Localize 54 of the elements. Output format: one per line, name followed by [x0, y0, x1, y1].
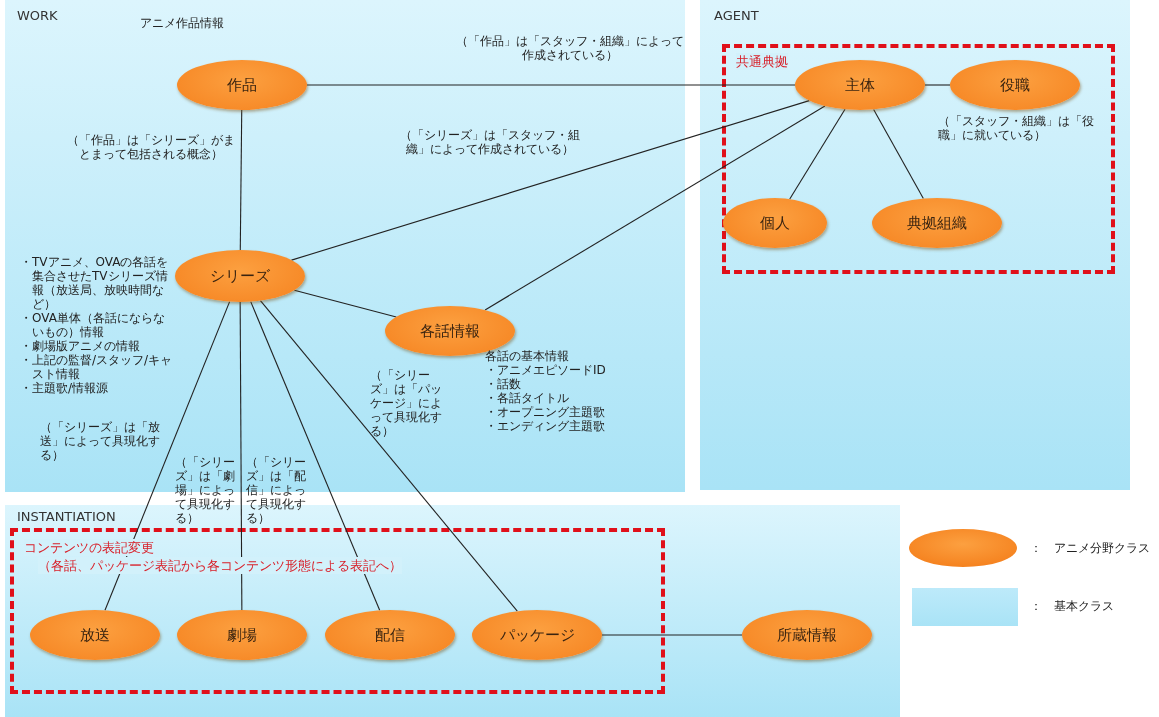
- class-ellipse: 放送: [30, 610, 160, 660]
- edge-label: （「シリーズ」は「スタッフ・組織」によって作成されている）: [399, 128, 581, 156]
- group-title: 共通典拠: [736, 53, 788, 70]
- annotation-text: ・アニメエピソードID: [485, 363, 607, 377]
- class-ellipse: 配信: [325, 610, 455, 660]
- connector-line: [239, 109, 243, 251]
- group-title: （各話、パッケージ表記から各コンテンツ形態による表記へ）: [38, 557, 402, 574]
- edge-label: （「シリーズ」は「放送」によって具現化する）: [40, 420, 161, 462]
- edge-label: （「シリーズ」は「パッケージ」によって具現化する）: [370, 368, 443, 438]
- connector-line: [601, 634, 743, 636]
- edge-label: （「シリーズ」は「配信」によって具現化する）: [246, 455, 307, 525]
- class-ellipse: 個人: [723, 198, 827, 248]
- class-ellipse: 主体: [795, 60, 925, 110]
- connector-line: [239, 301, 243, 611]
- class-ellipse: 作品: [177, 60, 307, 110]
- annotation-text: アニメ作品情報: [140, 16, 225, 30]
- annotation-text: ・OVA単体（各話にならないもの）情報: [20, 311, 166, 339]
- connector-line: [789, 108, 846, 200]
- connector-line: [293, 289, 397, 318]
- panel-title: AGENT: [714, 8, 759, 23]
- annotation-text: ・TVアニメ、OVAの各話を集合させたTVシリーズ情報（放送局、放映時間など）: [20, 255, 170, 311]
- annotation-text: ・話数: [485, 377, 522, 391]
- annotation-text: ・主題歌/情報源: [20, 381, 110, 395]
- class-ellipse: 劇場: [177, 610, 307, 660]
- connector-line: [259, 300, 518, 612]
- class-ellipse: シリーズ: [175, 250, 305, 302]
- connector-line: [306, 84, 796, 86]
- class-ellipse: 所蔵情報: [742, 610, 872, 660]
- edge-label: （「スタッフ・組織」は「役職」に就いている）: [938, 114, 1095, 142]
- class-ellipse: 典拠組織: [872, 198, 1002, 248]
- edge-label: （「シリーズ」は「劇場」によって具現化する）: [175, 455, 236, 525]
- edge-label: （「作品」は「シリーズ」がまとまって包括される概念）: [66, 133, 236, 161]
- class-ellipse: パッケージ: [472, 610, 602, 660]
- legend-text: ： アニメ分野クラス: [1030, 540, 1150, 557]
- annotation-text: ・エンディング主題歌: [485, 419, 606, 433]
- annotation-text: ・上記の監督/スタッフ/キャスト情報: [20, 353, 174, 381]
- group-title: コンテンツの表記変更: [24, 539, 154, 556]
- dashed-group-box: [10, 528, 665, 694]
- connector-line: [484, 105, 826, 311]
- connector-line: [924, 84, 951, 86]
- edge-label: （「作品」は「スタッフ・組織」によって作成されている）: [455, 34, 685, 62]
- legend-text: ： 基本クラス: [1030, 598, 1114, 615]
- class-ellipse: 役職: [950, 60, 1080, 110]
- panel-title: WORK: [17, 8, 58, 23]
- connector-line: [290, 100, 810, 261]
- connector-line: [873, 108, 924, 200]
- annotation-text: ・各話タイトル: [485, 391, 570, 405]
- section-panel: [700, 0, 1130, 490]
- connector-line: [104, 301, 231, 611]
- dashed-group-box: [722, 44, 1115, 274]
- annotation-text: ・オープニング主題歌: [485, 405, 606, 419]
- panel-title: INSTANTIATION: [17, 509, 116, 524]
- annotation-text: ・劇場版アニメの情報: [20, 339, 141, 353]
- connector-line: [250, 301, 381, 611]
